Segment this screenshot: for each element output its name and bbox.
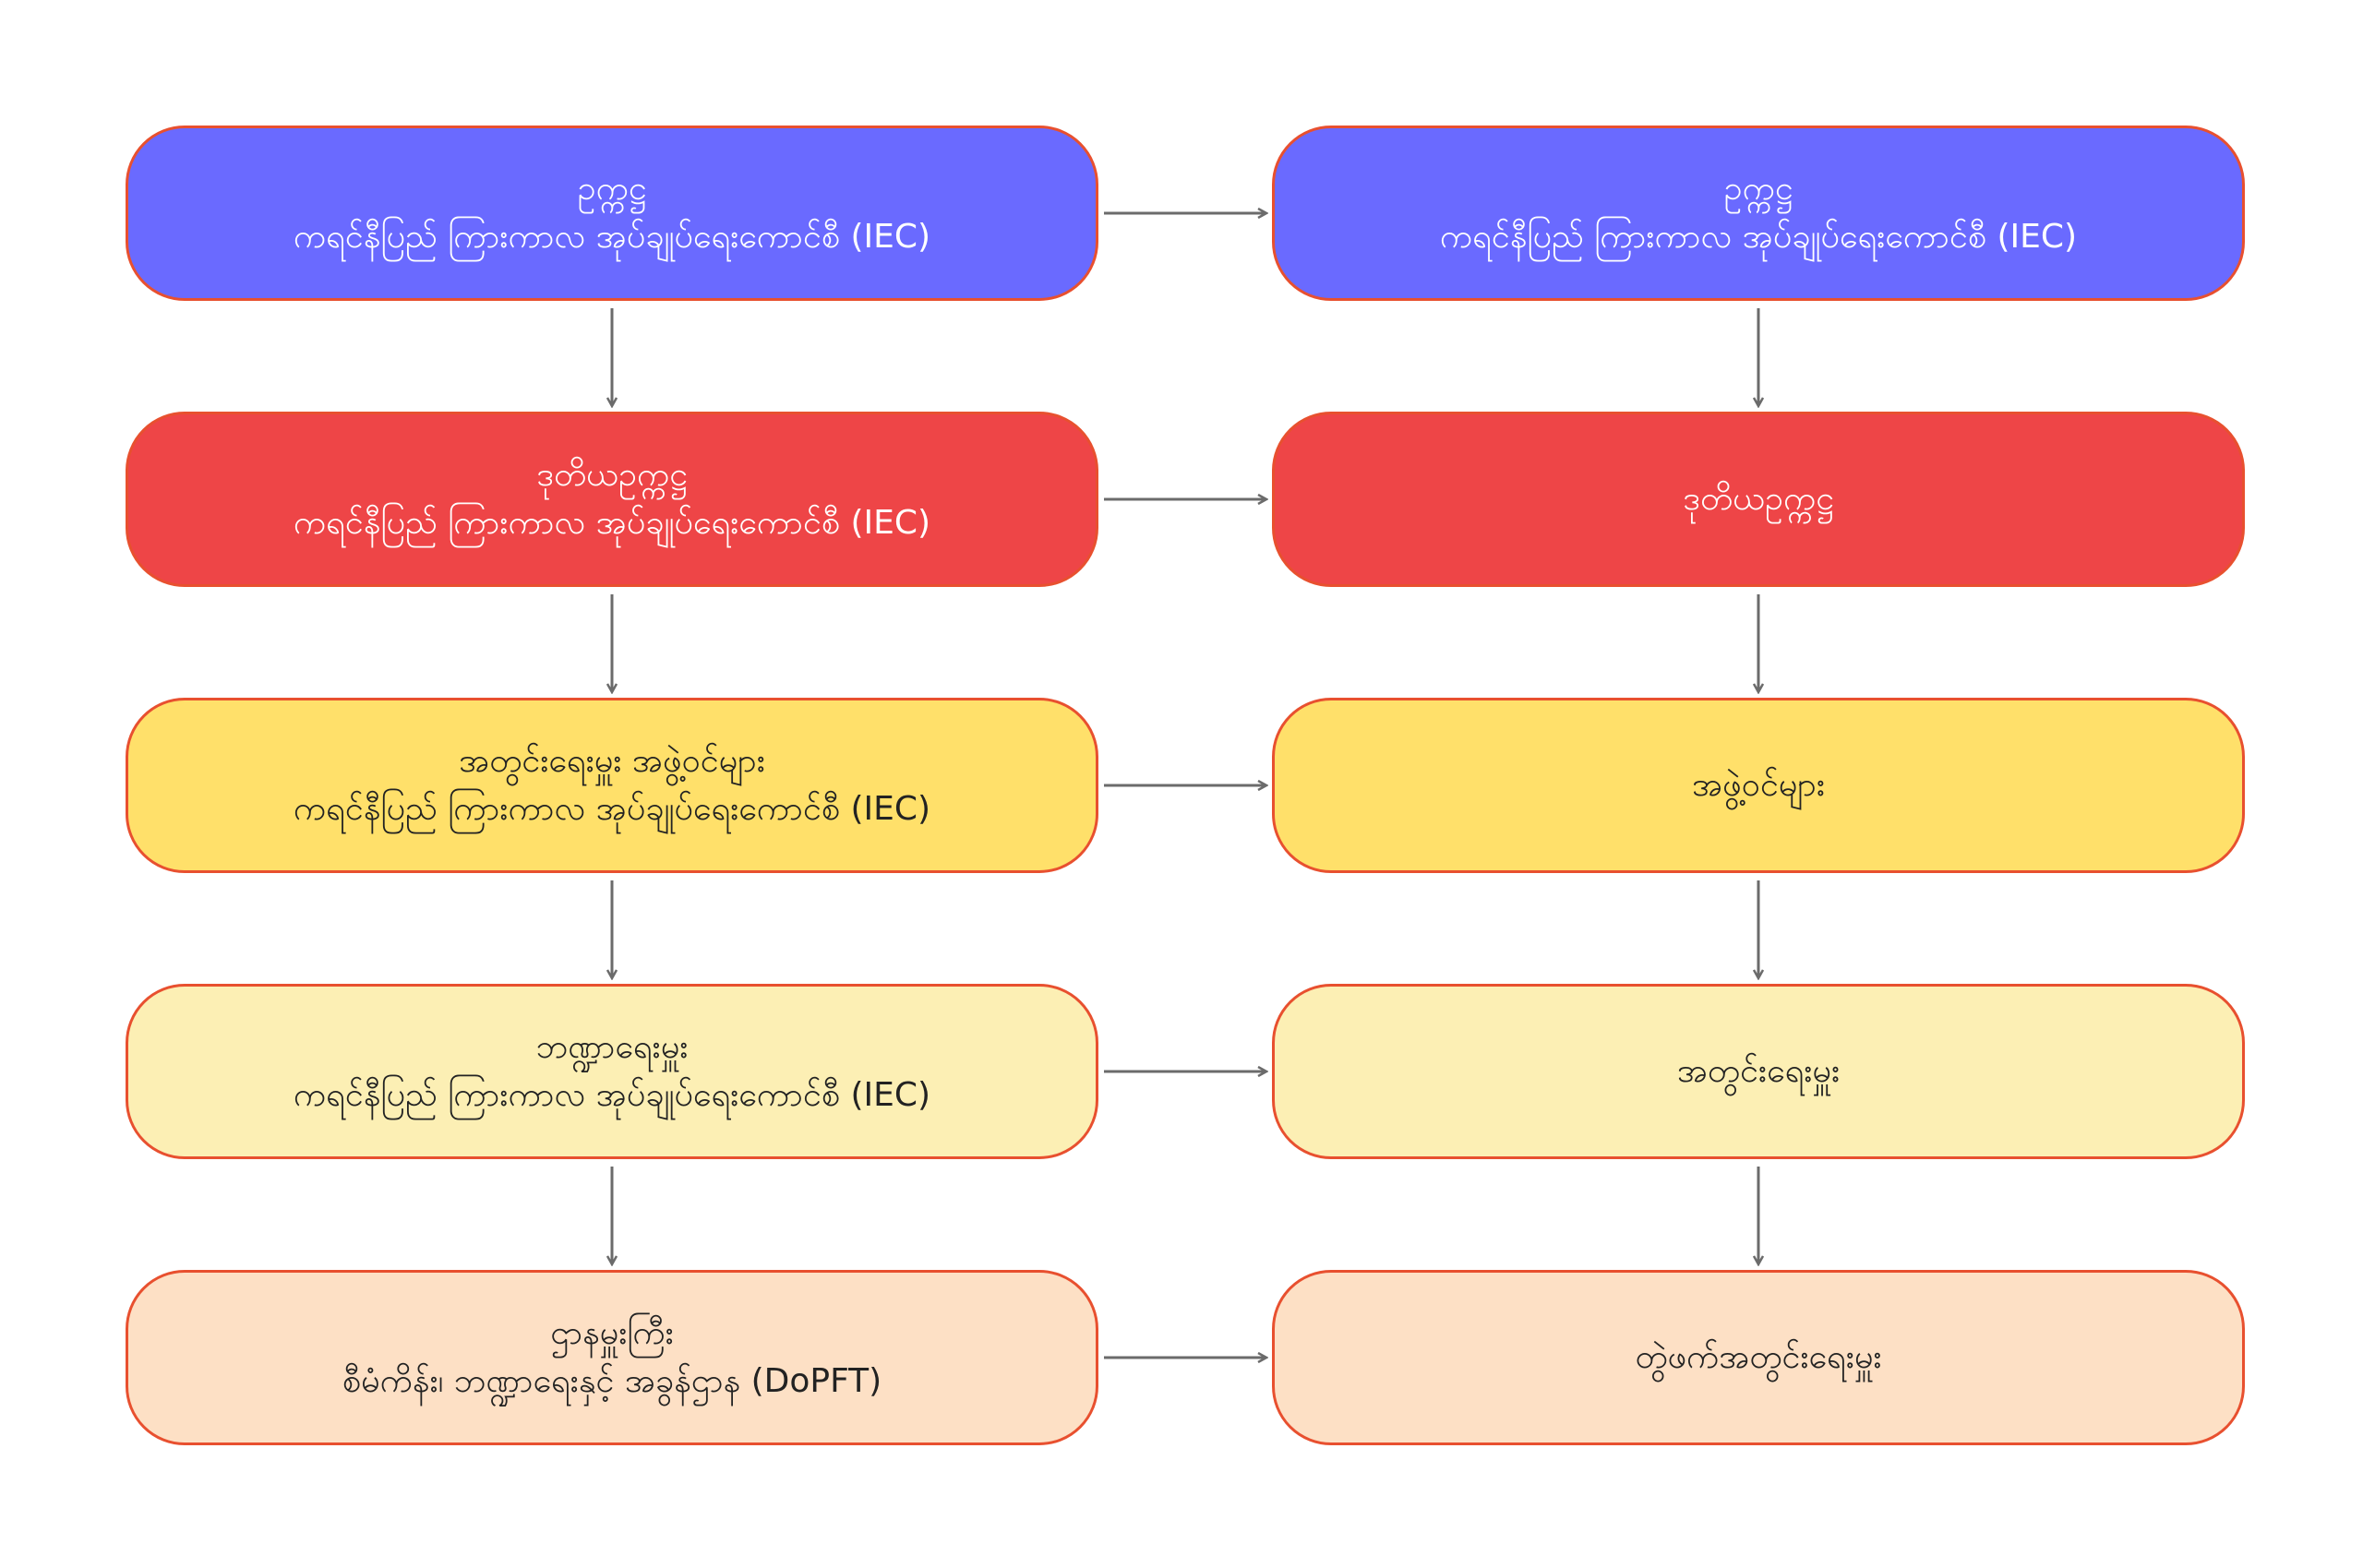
node-subtitle: ကရင်နီပြည် ကြားကာလ အုပ်ချုပ်ရေးကောင်စီ (…	[293, 1076, 931, 1114]
node-subtitle: ကရင်နီပြည် ကြားကာလ အုပ်ချုပ်ရေးကောင်စီ (…	[1439, 218, 2078, 256]
node-title: အဖွဲ့ဝင်များ	[1692, 766, 1825, 804]
node-subtitle: ကရင်နီပြည် ကြားကာလ အုပ်ချုပ်ရေးကောင်စီ (…	[293, 218, 931, 256]
node-subtitle: ကရင်နီပြည် ကြားကာလ အုပ်ချုပ်ရေးကောင်စီ (…	[293, 790, 931, 828]
left-node-finance-officer: ဘဏ္ဍာရေးမှူး ကရင်နီပြည် ကြားကာလ အုပ်ချုပ…	[126, 984, 1098, 1159]
left-node-department-head: ဌာနမှူးကြီး စီမံကိန်း၊ ဘဏ္ဍာရေးနှင့် အခွ…	[126, 1270, 1098, 1445]
node-title: တွဲဖက်အတွင်းရေးမှူး	[1635, 1338, 1882, 1376]
node-subtitle: ကရင်နီပြည် ကြားကာလ အုပ်ချုပ်ရေးကောင်စီ (…	[293, 504, 931, 542]
node-title: ဥက္ကဋ္ဌ	[1723, 170, 1793, 208]
left-node-secretary-members: အတွင်းရေးမှူး အဖွဲ့ဝင်များ ကရင်နီပြည် ကြ…	[126, 698, 1098, 873]
left-node-vice-chairperson: ဒုတိယဥက္ကဋ္ဌ ကရင်နီပြည် ကြားကာလ အုပ်ချုပ…	[126, 412, 1098, 587]
node-title: အတွင်းရေးမှူး အဖွဲ့ဝင်များ	[459, 742, 765, 780]
node-title: အတွင်းရေးမှူး	[1676, 1052, 1841, 1090]
node-title: ဥက္ကဋ္ဌ	[577, 170, 647, 208]
node-title: ဘဏ္ဍာရေးမှူး	[535, 1028, 689, 1066]
right-node-joint-secretary: တွဲဖက်အတွင်းရေးမှူး	[1272, 1270, 2245, 1445]
node-title: ဒုတိယဥက္ကဋ္ဌ	[536, 456, 688, 494]
left-node-chairperson: ဥက္ကဋ္ဌ ကရင်နီပြည် ကြားကာလ အုပ်ချုပ်ရေးက…	[126, 126, 1098, 301]
node-title: ဒုတိယဥက္ကဋ္ဌ	[1683, 480, 1834, 518]
right-node-secretary: အတွင်းရေးမှူး	[1272, 984, 2245, 1159]
right-node-chairperson: ဥက္ကဋ္ဌ ကရင်နီပြည် ကြားကာလ အုပ်ချုပ်ရေးက…	[1272, 126, 2245, 301]
right-node-vice-chairperson: ဒုတိယဥက္ကဋ္ဌ	[1272, 412, 2245, 587]
node-title: ဌာနမှူးကြီး	[550, 1314, 674, 1352]
node-subtitle: စီမံကိန်း၊ ဘဏ္ဍာရေးနှင့် အခွန်ဌာန (DoPFT…	[342, 1362, 882, 1400]
right-node-members: အဖွဲ့ဝင်များ	[1272, 698, 2245, 873]
